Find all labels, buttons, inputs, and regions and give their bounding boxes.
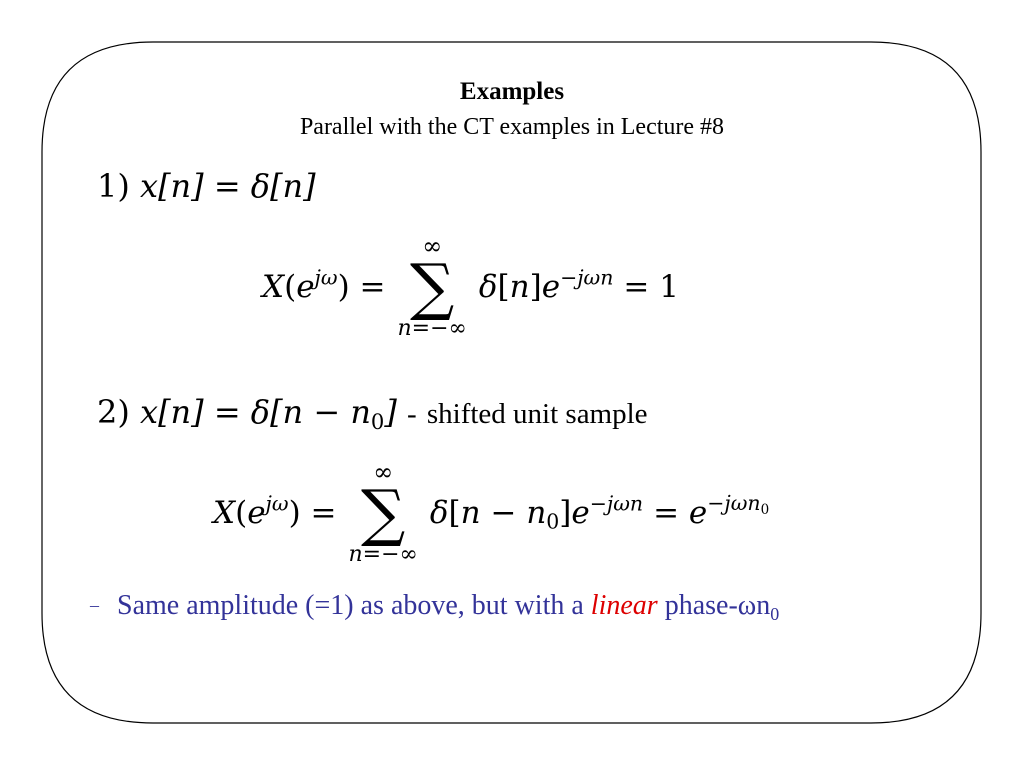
example-2-description: shifted unit sample [426,398,648,430]
note-emphasis: linear [590,590,658,621]
example-2-equation: x[n] = δ[n − n0] [140,393,408,434]
example-2-separator: - [407,398,417,430]
sum-lower-limit: n=−∞ [397,316,467,341]
bullet-dash: – [90,595,99,615]
slide-title: Examples [459,78,565,105]
example-2-lhs: X(ejω) = [213,491,337,531]
sum-lower-limit: n=−∞ [348,542,418,567]
slide-subtitle: Parallel with the CT examples in Lecture… [299,114,725,140]
example-1-transform: X(ejω) = ∞ ∑ n=−∞ δ[n]e−jωn = 1 [262,228,679,346]
note-text-after: phase-ωn [664,590,771,621]
example-2-result: = e−jωn0 [653,491,770,531]
note-bullet: –Same amplitude (=1) as above, but with … [90,587,779,624]
example-2-summand: δ[n − n0]e−jωn [429,491,644,534]
example-1-label: 1) [97,167,130,205]
example-2-transform: X(ejω) = ∞ ∑ n=−∞ δ[n − n0]e−jωn = e−jωn… [213,454,769,572]
example-1-lhs: X(ejω) = [262,265,386,305]
sum-upper-limit: ∞ [373,458,394,486]
example-1-summand: δ[n]e−jωn [478,265,614,305]
example-2-label: 2) [97,393,130,431]
summation-symbol: ∞ ∑ n=−∞ [397,232,467,341]
example-1-heading: 1) x[n] = δ[n] [97,166,316,206]
summation-symbol: ∞ ∑ n=−∞ [348,458,418,567]
note-subscript: 0 [770,604,780,624]
note-text-before: Same amplitude (=1) as above, but with a [117,590,584,621]
example-1-result: = 1 [623,269,679,305]
sum-upper-limit: ∞ [422,232,443,260]
example-1-equation: x[n] = δ[n] [140,167,316,205]
example-2-heading: 2) x[n] = δ[n − n0] - shifted unit sampl… [97,392,648,434]
